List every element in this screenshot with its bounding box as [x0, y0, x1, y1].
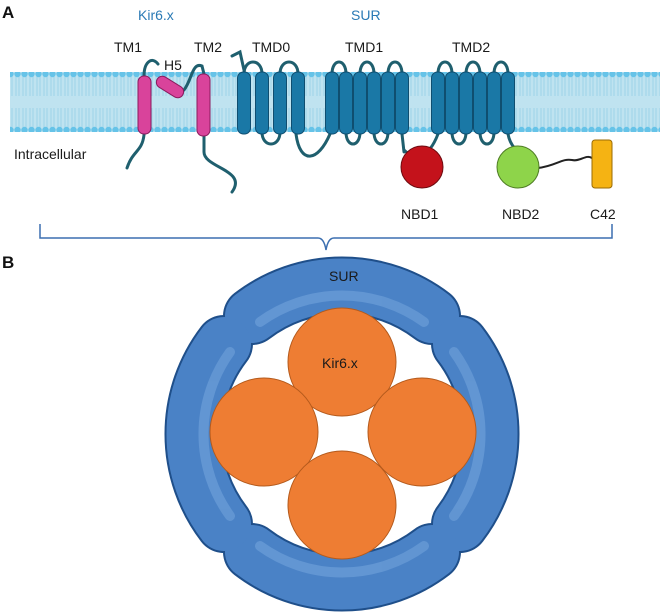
sur-ring	[164, 256, 520, 612]
kir-subunit-left	[209, 377, 319, 487]
tmd2-helix-4	[473, 71, 487, 135]
panel-b: B SUR	[2, 253, 520, 612]
tmd2-helix-3	[459, 71, 473, 135]
tmd2-helix-5	[487, 71, 501, 135]
tmd0-loop	[260, 131, 282, 146]
nbd2-domain	[496, 145, 540, 189]
tmd1-helix-2	[339, 71, 353, 135]
tmd2-loop	[478, 131, 496, 146]
tmd0-helix-1	[237, 71, 251, 135]
tmd2-loop	[464, 60, 482, 75]
tmd1-loop	[372, 131, 390, 146]
sur-n-terminus	[230, 49, 246, 72]
panel-a: A Kir6.x SUR TM1 H5 TM2 TM	[2, 3, 660, 251]
nbd2-label: NBD2	[502, 206, 540, 222]
tmd2-helix-6	[501, 71, 515, 135]
kir-n-terminus	[125, 128, 146, 170]
sur-subunit-top	[225, 258, 459, 343]
sur-ring-label: SUR	[329, 268, 359, 284]
tmd2-loop	[450, 131, 468, 146]
kir-tetramer-label: Kir6.x	[322, 355, 358, 371]
sur-header: SUR	[351, 7, 381, 23]
grouping-bracket	[39, 224, 613, 251]
tmd0-helix-3	[273, 71, 287, 135]
tmd0-helix-2	[255, 71, 269, 135]
tmd1-helix-4	[367, 71, 381, 135]
kir-subunit-topology: TM1 H5 TM2	[114, 39, 237, 194]
tmd1-loop	[358, 60, 376, 75]
tmd1-loop	[344, 131, 362, 146]
kir-outer-loop-left	[142, 59, 160, 78]
kir-subunit-right	[367, 377, 477, 487]
kir-header: Kir6.x	[138, 7, 174, 23]
tm1-label: TM1	[114, 39, 142, 55]
panel-b-label: B	[2, 253, 14, 272]
sur-topology: TMD0 TMD1 TMD2	[230, 39, 593, 169]
nbd1-label: NBD1	[401, 206, 439, 222]
tmd2-loop	[436, 60, 454, 75]
c42-linker	[537, 155, 593, 169]
kir-tetramer	[209, 307, 477, 560]
tmd0-loop	[278, 60, 300, 75]
tm1-helix	[137, 75, 152, 135]
tmd2-helix-2	[445, 71, 459, 135]
h5-label: H5	[164, 57, 182, 73]
tmd2-label: TMD2	[452, 39, 490, 55]
c42-domain	[591, 139, 613, 189]
sur-subunit-bottom	[225, 525, 459, 610]
tmd1-helix-1	[325, 71, 339, 135]
sur-subunit-right	[433, 317, 518, 551]
tmd1-loop	[330, 60, 348, 75]
nbd1-domain	[400, 145, 444, 189]
tmd1-helix-5	[381, 71, 395, 135]
kir-outer-loop-right	[182, 63, 206, 92]
intracellular-label: Intracellular	[14, 146, 87, 162]
kir-c-terminus	[202, 132, 237, 194]
kir-subunit-bottom	[287, 450, 397, 560]
tmd0-tmd1-linker	[294, 132, 332, 158]
tmd1-helix-6	[395, 71, 409, 135]
tmd1-loop	[386, 60, 404, 75]
tmd0-helix-4	[291, 71, 305, 135]
tmd0-loop	[242, 60, 264, 75]
tmd2-loop	[492, 60, 510, 75]
tmd1-helix-3	[353, 71, 367, 135]
h5-pore-helix	[155, 75, 185, 99]
c42-label: C42	[590, 206, 616, 222]
tm2-label: TM2	[194, 39, 222, 55]
kir-subunit-top	[287, 307, 397, 417]
tm2-helix	[196, 73, 211, 137]
tmd0-label: TMD0	[252, 39, 290, 55]
tmd1-label: TMD1	[345, 39, 383, 55]
tmd2-helix-1	[431, 71, 445, 135]
panel-a-label: A	[2, 3, 14, 22]
sur-subunit-left	[166, 317, 251, 551]
